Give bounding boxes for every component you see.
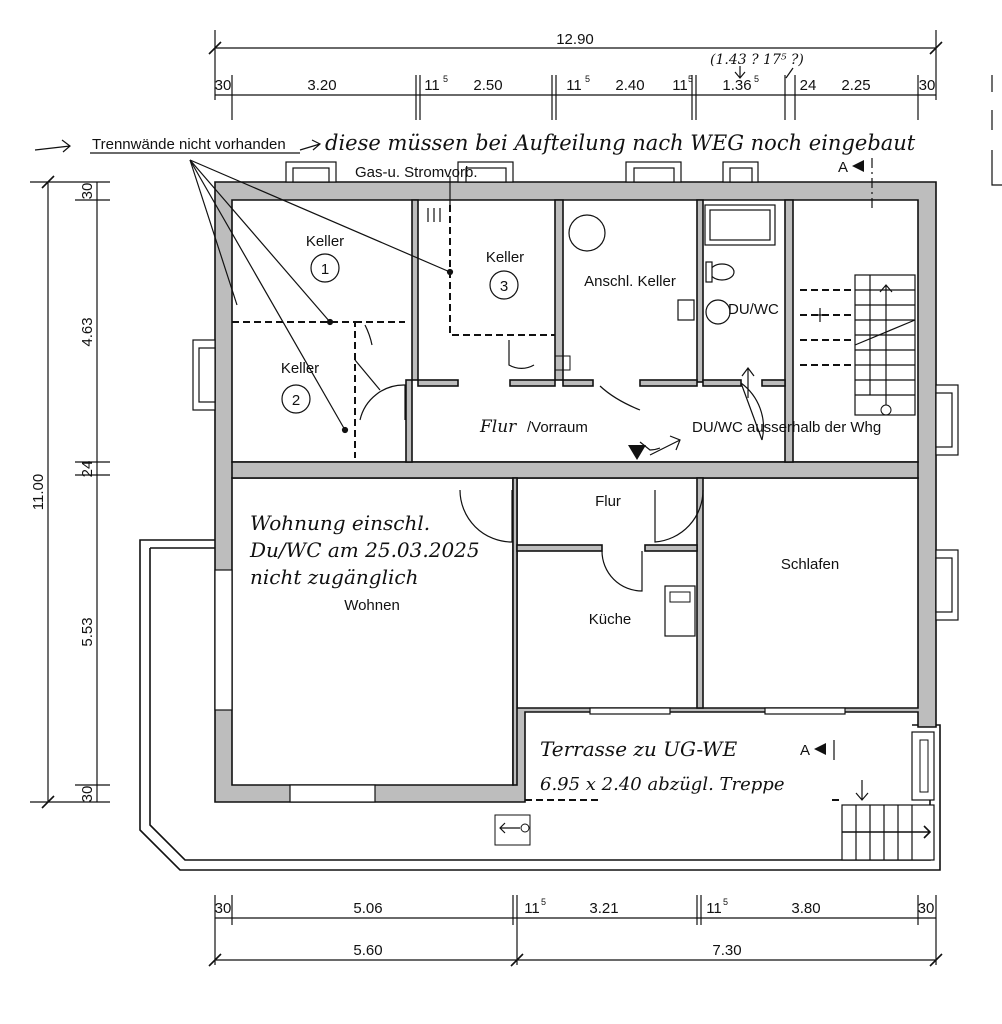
- dim-top-sup-4: 5: [754, 74, 759, 84]
- missing-partitions: [232, 205, 555, 458]
- flur-vorraum-hand: Flur: [479, 417, 517, 437]
- dim-bottom-seg-1: 30: [215, 900, 232, 917]
- handwritten-wohnung-line3: nicht zugänglich: [250, 565, 418, 589]
- dim-top-seg-2: 3.20: [307, 77, 336, 94]
- boiler-circle: [568, 214, 606, 252]
- dim-bottom-seg-2: 5.06: [353, 900, 382, 917]
- staircase: [800, 274, 916, 416]
- kueche-label: Küche: [589, 611, 632, 628]
- dim-top-sup-3: 5: [688, 74, 693, 84]
- schlafen-label: Schlafen: [781, 556, 839, 573]
- gas-power-pipes: [427, 176, 451, 222]
- flur-vorraum-label: /Vorraum: [527, 419, 588, 436]
- dim-bottom-seg-4: 3.21: [589, 900, 618, 917]
- dim-top-seg-10: 2.25: [841, 77, 870, 94]
- keller2-number: 2: [292, 392, 300, 409]
- keller-walls: [405, 199, 794, 463]
- wohnen-label: Wohnen: [344, 597, 400, 614]
- entrance-arrow: [628, 445, 646, 460]
- du-wc-label: DU/WC: [728, 301, 779, 318]
- dim-left-seg-3: 24: [79, 461, 96, 478]
- dim-top-seg-9: 24: [800, 77, 817, 94]
- dim-bottom-sup-2: 5: [723, 897, 728, 907]
- dim-left-seg-4: 5.53: [79, 617, 96, 646]
- handwritten-wohnung-line2: Du/WC am 25.03.2025: [249, 538, 480, 562]
- keller3-number: 3: [500, 278, 508, 295]
- flur-label: Flur: [595, 493, 621, 510]
- dim-top-seg-4: 2.50: [473, 77, 502, 94]
- dim-total-height: 11.00: [30, 474, 47, 510]
- dim-bottom-total-right: 7.30: [712, 942, 741, 959]
- dim-left-seg-1: 30: [79, 183, 96, 200]
- leader-lines: [34, 139, 454, 434]
- top-dimensions: 12.90 30 3.20 11 5 2.50 11 5 2.40 11 5 1…: [208, 30, 1002, 186]
- dim-top-sup-2: 5: [585, 74, 590, 84]
- dim-top-seg-6: 2.40: [615, 77, 644, 94]
- du-wc-ausserhalb-label: DU/WC ausserhalb der Whg: [692, 419, 881, 436]
- handwritten-wohnung-line1: Wohnung einschl.: [250, 511, 430, 535]
- section-marker-terrace: A: [800, 742, 810, 759]
- terrace-outline: [139, 539, 941, 871]
- bathroom-fixtures: [677, 204, 776, 325]
- keller1-label: Keller: [306, 233, 344, 250]
- keller3-label: Keller: [486, 249, 524, 266]
- dim-bottom-seg-3: 11: [524, 900, 540, 917]
- dim-top-seg-3: 11: [424, 77, 440, 94]
- handwritten-terrasse-line1: Terrasse zu UG-WE: [540, 737, 738, 761]
- keller1-number: 1: [321, 261, 329, 278]
- handwritten-dimension-note: (1.43 ? 17⁵ ?): [710, 52, 804, 68]
- handwritten-note-top: diese müssen bei Aufteilung nach WEG noc…: [325, 131, 916, 155]
- windows: [192, 161, 959, 803]
- dim-total-width: 12.90: [556, 31, 594, 48]
- dim-top-seg-7: 11: [672, 77, 688, 94]
- dim-bottom-seg-5: 11: [706, 900, 722, 917]
- anschl-keller-label: Anschl. Keller: [584, 273, 676, 290]
- dim-top-seg-5: 11: [566, 77, 582, 94]
- dim-bottom-seg-7: 30: [918, 900, 935, 917]
- gas-strom-label: Gas-u. Stromvorb.: [355, 164, 478, 181]
- trennwaende-label: Trennwände nicht vorhanden: [92, 136, 286, 153]
- dim-bottom-seg-6: 3.80: [791, 900, 820, 917]
- dim-top-sup-1: 5: [443, 74, 448, 84]
- section-markers: A A: [800, 158, 873, 760]
- dim-top-seg-8: 1.36: [722, 77, 751, 94]
- dim-top-seg-11: 30: [919, 77, 936, 94]
- section-marker-top: A: [838, 159, 848, 176]
- keller2-label: Keller: [281, 360, 319, 377]
- living-inner-walls: [459, 489, 704, 637]
- dim-bottom-total-left: 5.60: [353, 942, 382, 959]
- dim-top-seg-1: 30: [215, 77, 232, 94]
- dim-bottom-sup-1: 5: [541, 897, 546, 907]
- doors: [354, 324, 765, 451]
- dim-left-seg-2: 4.63: [79, 317, 96, 346]
- bottom-dimensions: 30 5.06 11 5 3.21 11 5 3.80 30 5.60 7.30: [208, 895, 943, 967]
- left-dimensions: 11.00 30 4.63 24 5.53 30: [30, 175, 110, 809]
- dim-left-seg-5: 30: [79, 786, 96, 803]
- handwritten-terrasse-line2: 6.95 x 2.40 abzügl. Treppe: [540, 774, 785, 795]
